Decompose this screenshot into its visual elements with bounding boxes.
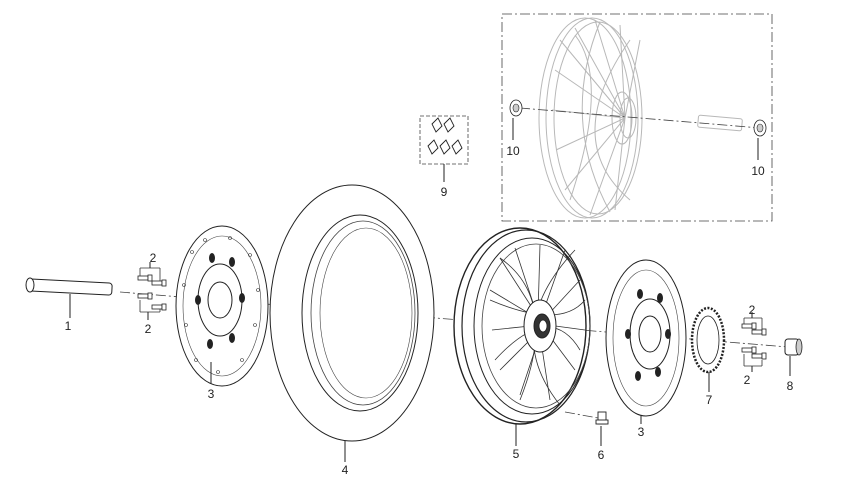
bearing-right (753, 119, 767, 160)
tyre (269, 184, 435, 462)
callout-7: 7 (706, 393, 713, 407)
callout-2-left-bottom: 2 (145, 322, 152, 336)
ghost-wheel (519, 17, 761, 219)
wheel-rim (453, 227, 591, 446)
bolts-right (741, 312, 767, 372)
callout-10-left: 10 (506, 144, 520, 158)
axle (25, 277, 113, 318)
bolts-left (137, 262, 167, 320)
brake-ring (690, 306, 726, 392)
spacer (784, 338, 803, 376)
brake-disc-left (175, 225, 269, 387)
callout-2-right-bottom: 2 (744, 373, 751, 387)
callout-labels: 1 2 2 2 2 3 3 4 5 6 7 8 9 10 10 (65, 144, 794, 477)
callout-1: 1 (65, 319, 72, 333)
callout-2-left-top: 2 (150, 251, 157, 265)
callout-8: 8 (787, 379, 794, 393)
callout-5: 5 (513, 447, 520, 461)
callout-4: 4 (342, 463, 349, 477)
inset-box (501, 13, 773, 222)
callout-9: 9 (441, 185, 448, 199)
tyre-valve (564, 411, 609, 446)
bearing-left (509, 99, 523, 140)
brake-disc-right (605, 259, 687, 424)
callout-6: 6 (598, 448, 605, 462)
callout-10-right: 10 (751, 164, 765, 178)
brake-pads-box (419, 115, 469, 182)
callout-3-left: 3 (208, 387, 215, 401)
callout-2-right-top: 2 (749, 303, 756, 317)
callout-3-right: 3 (638, 425, 645, 439)
